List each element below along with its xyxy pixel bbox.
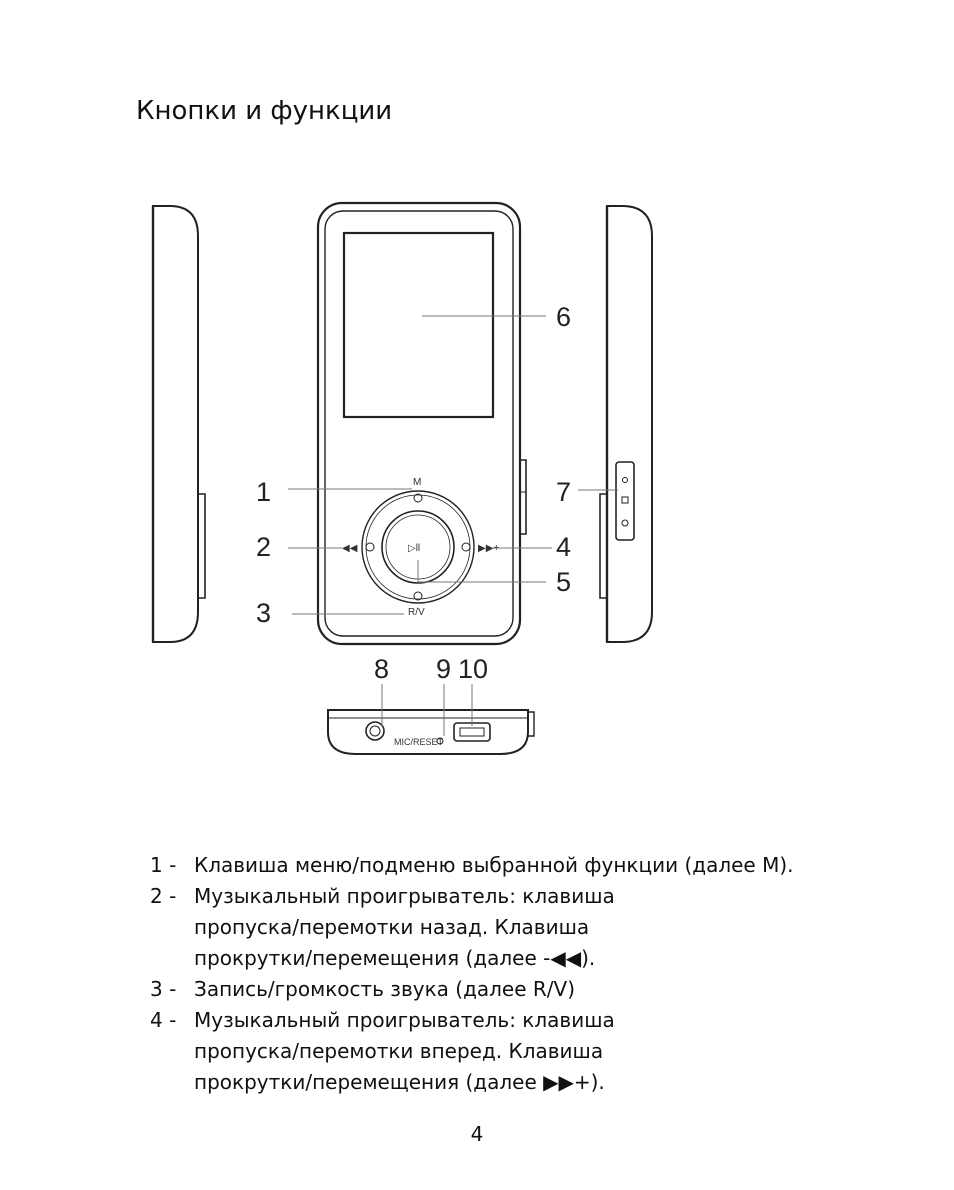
callout-5: 5	[556, 567, 571, 597]
power-hold-switch	[615, 461, 635, 541]
menu-button-label: M	[413, 477, 421, 488]
callout-10: 10	[458, 654, 488, 684]
leader-lines	[288, 315, 618, 736]
front-view	[316, 201, 527, 646]
item-line: прокрутки/перемещения (далее -◀◀).	[194, 946, 596, 970]
left-side-view	[151, 205, 206, 643]
play-pause-button	[381, 510, 455, 584]
device-diagram: M R/V ◀◀ ▶▶+ ▷ll MIC/RESET	[151, 201, 653, 755]
item-line: Музыкальный проигрыватель: клавиша	[194, 884, 615, 908]
callout-1: 1	[256, 477, 271, 507]
item-line: пропуска/перемотки вперед. Клавиша	[194, 1039, 604, 1063]
callout-6: 6	[556, 302, 571, 332]
callout-3: 3	[256, 598, 271, 628]
item-text: Запись/громкость звука (далее R/V)	[194, 974, 870, 1005]
prev-button-label: ◀◀	[342, 543, 358, 554]
headphone-jack	[365, 721, 385, 741]
list-item: 2 - Музыкальный проигрыватель: клавиша п…	[150, 881, 870, 974]
item-line: прокрутки/перемещения (далее ▶▶+).	[194, 1070, 605, 1094]
next-button-label: ▶▶+	[478, 543, 499, 554]
item-text: Музыкальный проигрыватель: клавиша пропу…	[194, 1005, 870, 1098]
item-number: 4 -	[150, 1008, 177, 1032]
item-line: Клавиша меню/подменю выбранной функции (…	[194, 853, 794, 877]
list-item: 4 - Музыкальный проигрыватель: клавиша п…	[150, 1005, 870, 1098]
bottom-view	[327, 709, 535, 755]
list-item: 1 - Клавиша меню/подменю выбранной функц…	[150, 850, 870, 881]
right-side-view	[599, 205, 653, 643]
page-title: Кнопки и функции	[136, 96, 393, 126]
item-line: Музыкальный проигрыватель: клавиша	[194, 1008, 615, 1032]
item-line: Запись/громкость звука (далее R/V)	[194, 977, 576, 1001]
page-number: 4	[470, 1122, 484, 1146]
reset-hole	[436, 737, 444, 745]
item-number: 1 -	[150, 853, 177, 877]
screen	[342, 231, 495, 419]
item-text: Музыкальный проигрыватель: клавиша пропу…	[194, 881, 870, 974]
callout-8: 8	[374, 654, 389, 684]
rv-button-label: R/V	[408, 607, 425, 618]
function-list: 1 - Клавиша меню/подменю выбранной функц…	[150, 850, 870, 1098]
nav-ring	[361, 490, 475, 604]
play-button-label: ▷ll	[408, 543, 420, 554]
callout-2: 2	[256, 532, 271, 562]
item-number: 3 -	[150, 977, 177, 1001]
mic-reset-label: MIC/RESET	[394, 737, 444, 747]
item-number: 2 -	[150, 884, 177, 908]
item-text: Клавиша меню/подменю выбранной функции (…	[194, 850, 870, 881]
callout-9: 9	[436, 654, 451, 684]
list-item: 3 - Запись/громкость звука (далее R/V)	[150, 974, 870, 1005]
callout-4: 4	[556, 532, 571, 562]
callout-7: 7	[556, 477, 571, 507]
item-line: пропуска/перемотки назад. Клавиша	[194, 915, 590, 939]
